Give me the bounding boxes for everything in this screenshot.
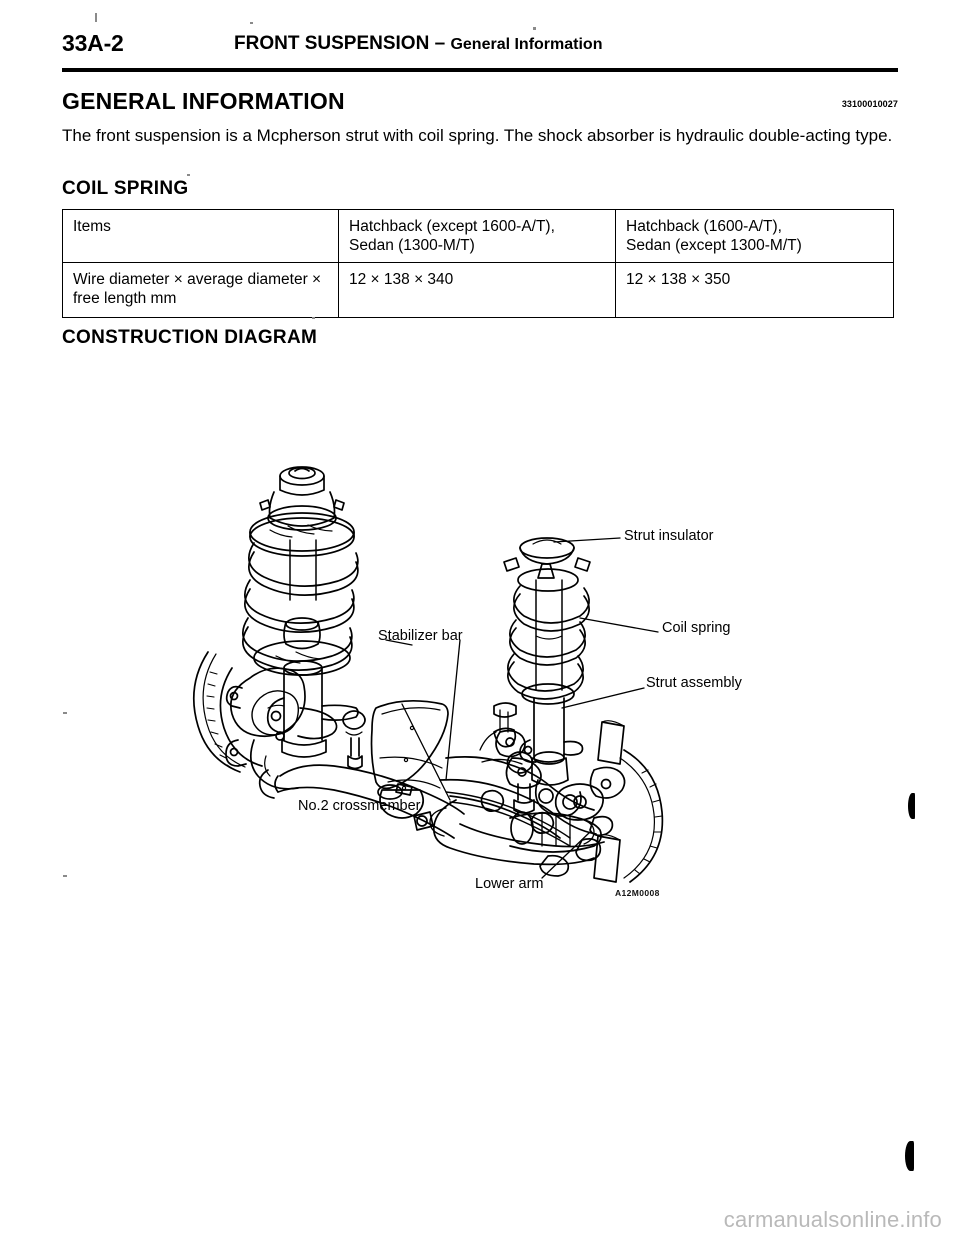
table-header-spec-a-line1: Hatchback (except 1600-A/T), xyxy=(349,218,555,235)
coil-spring-specification-table: Items Hatchback (except 1600-A/T), Sedan… xyxy=(62,209,894,318)
table-cell-item-name: Wire diameter × average diameter × free … xyxy=(62,262,339,318)
figure-label-strut-assembly: Strut assembly xyxy=(646,675,742,691)
section-heading-general-information: GENERAL INFORMATION xyxy=(62,88,345,114)
item-name-line1: Wire diameter × average diameter × xyxy=(73,271,322,288)
right-hub-group xyxy=(413,702,664,883)
figure-label-stabilizer-bar: Stabilizer bar xyxy=(378,628,463,644)
site-watermark: carmanualsonline.info xyxy=(723,1207,942,1232)
scan-speck xyxy=(63,875,67,877)
header-divider-rule xyxy=(62,68,898,72)
section-heading-construction-diagram: CONSTRUCTION DIAGRAM xyxy=(62,327,318,348)
figure-label-no2-crossmember: No.2 crossmember xyxy=(298,798,421,814)
scan-speck xyxy=(63,712,67,714)
table-header-spec-a-line2: Sedan (1300-M/T) xyxy=(349,237,475,254)
page-number: 33A-2 xyxy=(62,30,124,56)
table-header-cell-spec-b: Hatchback (1600-A/T), Sedan (except 1300… xyxy=(615,209,894,263)
figure-label-strut-insulator: Strut insulator xyxy=(624,528,714,544)
margin-scan-artifact-lower xyxy=(905,1141,914,1171)
table-header-items-label: Items xyxy=(73,218,111,235)
scan-speck xyxy=(95,13,97,22)
crossmember-group xyxy=(370,699,626,847)
table-row: Wire diameter × average diameter × free … xyxy=(62,262,894,318)
table-header-spec-b-line1: Hatchback (1600-A/T), xyxy=(626,218,782,235)
figure-identification-code: A12M0008 xyxy=(615,888,660,898)
table-header-spec-b-line2: Sedan (except 1300-M/T) xyxy=(626,237,802,254)
left-strut-group xyxy=(241,466,359,758)
scan-speck xyxy=(187,174,190,176)
leader-lines xyxy=(385,537,659,879)
figure-label-lower-arm: Lower arm xyxy=(475,876,544,892)
right-strut-group xyxy=(503,537,591,817)
page-title-main: FRONT SUSPENSION xyxy=(234,33,430,54)
scan-speck xyxy=(250,22,253,24)
margin-scan-artifact-upper xyxy=(908,793,915,819)
construction-diagram-figure: Strut insulator Coil spring Strut assemb… xyxy=(150,440,810,930)
table-header-cell-spec-a: Hatchback (except 1600-A/T), Sedan (1300… xyxy=(338,209,616,263)
scan-speck xyxy=(312,317,315,319)
left-brake-knuckle-group xyxy=(192,651,338,790)
general-information-body-text: The front suspension is a Mcpherson stru… xyxy=(62,126,893,145)
page-title-subsection: General Information xyxy=(450,36,603,53)
document-reference-code: 33100010027 xyxy=(841,99,898,109)
scan-speck xyxy=(533,27,536,30)
page-header: 33A-2 FRONT SUSPENSION – General Informa… xyxy=(62,30,898,66)
suspension-assembly-illustration xyxy=(192,466,664,883)
left-lower-arm-group xyxy=(258,710,465,839)
page-title-separator: – xyxy=(434,33,446,54)
figure-label-coil-spring: Coil spring xyxy=(662,620,731,636)
table-header-row: Items Hatchback (except 1600-A/T), Sedan… xyxy=(62,209,894,263)
section-heading-coil-spring: COIL SPRING xyxy=(62,178,189,199)
item-name-line2: free length mm xyxy=(73,290,177,307)
table-cell-spec-a-value: 12 × 138 × 340 xyxy=(338,262,616,318)
page-title: FRONT SUSPENSION – General Information xyxy=(234,33,602,55)
table-header-cell-items: Items xyxy=(62,209,339,263)
table-cell-spec-b-value: 12 × 138 × 350 xyxy=(615,262,894,318)
